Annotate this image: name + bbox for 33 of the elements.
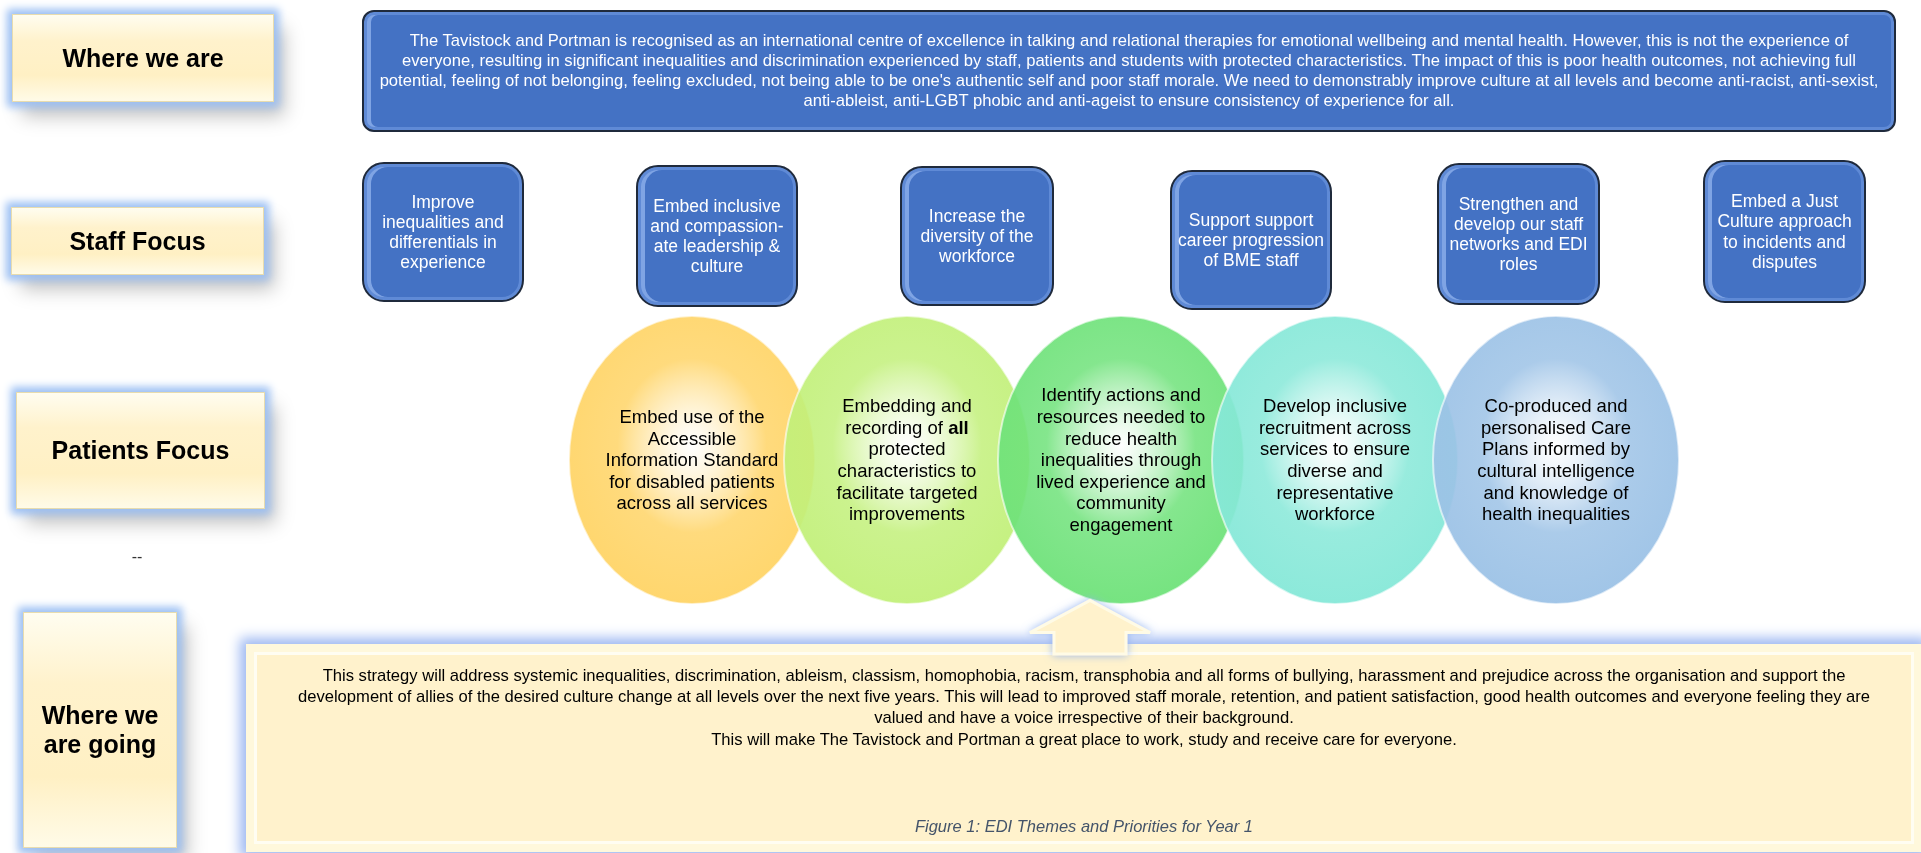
priority-text: Strengthen and develop our staff networks and EDI roles <box>1448 193 1589 275</box>
priority-text: Identify actions and resources needed to reduce health inequalities through lived experience and community engagement <box>1035 384 1207 536</box>
row-label-box <box>16 392 265 509</box>
staff-priority-box <box>1703 160 1866 303</box>
staff-priority-box <box>1437 163 1600 305</box>
separator-mark: -- <box>130 548 144 566</box>
statement-box <box>362 10 1896 132</box>
row-label: Where we are going <box>40 701 160 759</box>
staff-priority-box <box>362 162 524 302</box>
row-label-box <box>23 612 177 848</box>
priority-text: Embedding and recording of all protected characteristics to facilitate targeted improvements <box>835 395 979 525</box>
strategy-text: This will make The Tavistock and Portman a great place to work, study and receive care for everyone. <box>711 728 1457 750</box>
row-label-box <box>11 207 264 275</box>
row-label: Where we are <box>62 43 224 73</box>
figure-caption: Figure 1: EDI Themes and Priorities for Year 1 <box>913 815 1255 837</box>
row-label: Patients Focus <box>51 436 230 465</box>
priority-text: Improve inequalities and differentials in experience <box>381 191 505 273</box>
patient-priority-circle <box>1432 315 1680 605</box>
priority-text: Develop inclusive recruitment across services to ensure diverse and representative workforce <box>1257 395 1413 525</box>
staff-priority-box <box>1170 170 1332 310</box>
priority-text: Embed use of the Accessible Information Standard for disabled patients across all services <box>604 405 780 515</box>
priority-text: Increase the diversity of the workforce <box>919 205 1035 267</box>
block-arrow <box>1028 598 1152 656</box>
row-label-box <box>12 14 274 102</box>
priority-text: Embed inclusive and compassion-ate leadership & culture <box>649 195 785 277</box>
priority-text: Co-produced and personalised Care Plans informed by cultural intelligence and knowledge of health inequalities <box>1476 395 1636 525</box>
priority-text: Embed a Just Culture approach to incidents and disputes <box>1716 191 1853 272</box>
statement-text: The Tavistock and Portman is recognised as an international centre of excellence in talking and relational therapies for emotional wellbeing and mental health. However, this is not the experience of everyone, resulting in significant inequalities and discrimination experienced by staff, patients and students with protected characteristics. The impact of this is poor health outcomes, not achieving full potential, feeling of not belonging, feeling excluded, not being able to be one's authentic self and poor staff morale. We need to demonstrably improve culture at all levels and become anti-racist, anti-sexist, anti-ableist, anti-LGBT phobic and anti-ageist to ensure consistency of experience for all. <box>378 31 1880 111</box>
row-label: Staff Focus <box>69 226 206 256</box>
strategy-text: This strategy will address systemic inequalities, discrimination, ableism, classism, homophobia, racism, transphobia and all forms of bullying, harassment and prejudice across the organisation and support the development of allies of the desired culture change at all levels over the next five years. This will lead to improved staff morale, retention, and patient satisfaction, good health outcomes and everyone feeling they are valued and have a voice irrespective of their background. <box>296 665 1872 729</box>
priority-text: Support support career progression of BME staff <box>1177 209 1325 271</box>
staff-priority-box <box>636 165 798 307</box>
staff-priority-box <box>900 166 1054 306</box>
